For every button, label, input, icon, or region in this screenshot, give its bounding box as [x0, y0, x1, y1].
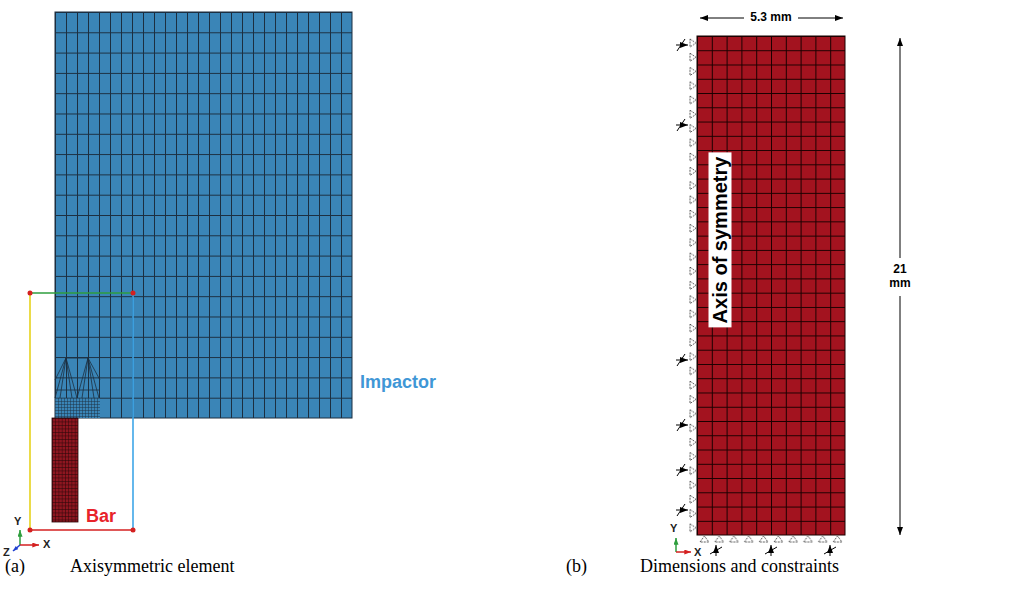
subfigure-tag: (a) — [5, 556, 25, 577]
constraint-symbols — [689, 36, 697, 535]
axis-letter-holder: Y — [14, 515, 21, 528]
axis-letter: Y — [14, 515, 21, 528]
axis-arrow — [13, 545, 20, 551]
constraint-slash — [677, 39, 685, 51]
dimension-label-holder: 5.3 mm — [747, 11, 794, 25]
subfigure-caption-holder: Axisymmetric element — [70, 556, 234, 577]
dimension-arrow — [900, 296, 901, 535]
axis-arrow — [19, 530, 21, 545]
dimension-arrow — [900, 38, 901, 258]
dimension-label-holder: 21 mm — [883, 263, 918, 291]
impactor-body — [55, 12, 352, 418]
axis-letter: Y — [670, 522, 677, 535]
constraint-slash — [710, 547, 722, 554]
axis-triad — [676, 538, 691, 552]
subfigure-tag: (b) — [566, 556, 587, 577]
subfigure-tag-holder: (a) — [5, 556, 25, 577]
subfigure-caption-holder: Dimensions and constraints — [640, 556, 839, 577]
subfigure-caption: Dimensions and constraints — [640, 556, 839, 577]
dimension-arrow — [700, 18, 744, 19]
dimension-lines — [700, 18, 900, 535]
frame-vertex — [28, 528, 33, 533]
constraint-slash — [765, 547, 777, 554]
constraint-slash — [824, 547, 836, 554]
frame-edge — [132, 293, 134, 530]
axis-arrow — [20, 544, 39, 546]
constraint-arrow — [676, 360, 688, 361]
dimension-label: 5.3 mm — [747, 11, 794, 25]
subfigure-tag-holder: (b) — [566, 556, 587, 577]
part-label-holder: Bar — [86, 506, 116, 527]
axis-label: Axis of symmetry — [709, 153, 732, 328]
constraint-arrow — [676, 425, 688, 426]
axis-letter-holder: X — [43, 538, 50, 551]
part-label-holder: Impactor — [360, 372, 436, 393]
refined-mesh — [55, 398, 100, 418]
dimension-arrow — [798, 18, 843, 19]
transition-elements — [55, 358, 100, 398]
frame-edge — [30, 529, 133, 531]
impactor-mesh — [55, 12, 352, 418]
constraint-symbols — [697, 535, 845, 543]
axisymmetric-frame — [28, 291, 136, 533]
constraint-slash — [677, 464, 685, 476]
constraint-arrow — [676, 510, 688, 511]
frame-edge — [29, 293, 31, 530]
constraint-slash — [677, 354, 685, 366]
frame-vertex — [28, 291, 33, 296]
subfigure-caption: Axisymmetric element — [70, 556, 234, 577]
bar-mesh — [697, 36, 845, 535]
frame-vertex — [131, 291, 136, 296]
base-constraints — [710, 545, 836, 556]
axis-triad — [13, 530, 39, 551]
dimension-label: 21 mm — [883, 263, 918, 291]
constraint-slash — [677, 119, 685, 131]
symmetry-constraints — [676, 39, 688, 516]
axis-letter-holder: Y — [670, 522, 677, 535]
constraint-arrow — [676, 45, 688, 46]
axis-letter: X — [43, 538, 50, 551]
axis-label-holder: Axis of symmetry — [709, 153, 732, 328]
axis-arrow — [675, 538, 677, 552]
axis-arrow — [676, 551, 691, 553]
constraint-slash — [677, 419, 685, 431]
constraint-arrow — [676, 125, 688, 126]
frame-edge — [30, 292, 133, 294]
part-label: Impactor — [360, 372, 436, 393]
constraint-arrow — [676, 470, 688, 471]
frame-vertex — [131, 528, 136, 533]
bar-mesh — [52, 418, 78, 522]
part-label: Bar — [86, 506, 116, 527]
constraint-slash — [677, 504, 685, 516]
